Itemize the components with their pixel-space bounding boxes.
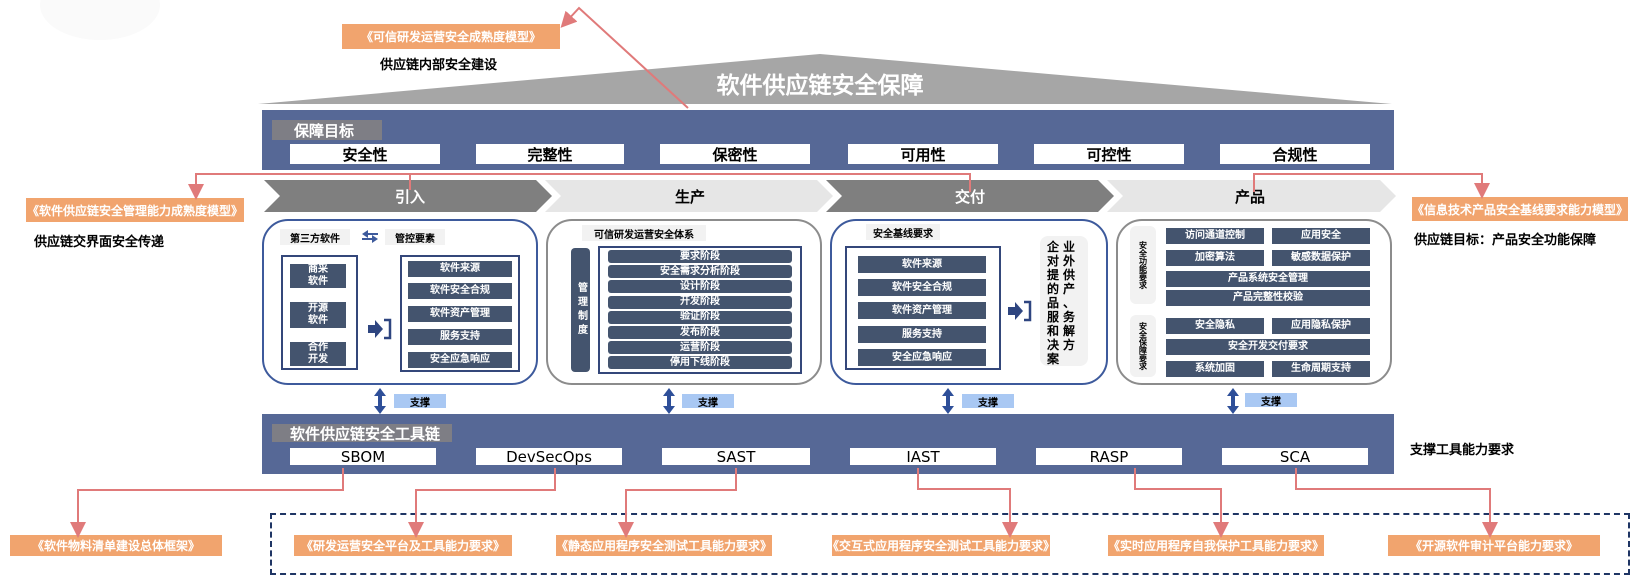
- tool-iast: IAST: [850, 448, 996, 466]
- source-opensource-text: 开源 软件: [308, 303, 328, 326]
- control-item: 服务支持: [408, 329, 512, 345]
- source-commercial-text: 商采 软件: [308, 264, 328, 287]
- support-arrow-icon: [1227, 388, 1239, 414]
- controls-frame: [400, 255, 520, 372]
- goal-confidentiality: 保密性: [660, 144, 810, 164]
- spec-sbom: 《软件物料清单建设总体框架》: [10, 535, 222, 556]
- phase-item: 验证阶段: [608, 310, 792, 324]
- control-item: 软件来源: [408, 261, 512, 277]
- stage-delivery: 交付: [954, 187, 985, 206]
- delivery-output-text: 企业对外提供的产品、服务和解决方案: [1047, 240, 1080, 366]
- tool-sca: SCA: [1222, 448, 1368, 466]
- baseline-item: 软件资产管理: [858, 302, 986, 319]
- spec-sast: 《静态应用程序安全测试工具能力要求》: [556, 535, 772, 556]
- goals-title: 保障目标: [272, 120, 382, 140]
- phase-item: 开发阶段: [608, 295, 792, 309]
- source-cooperative: 合作 开发: [290, 342, 346, 366]
- top-model-tag: 《可信研发运营安全成熟度模型》: [342, 24, 560, 49]
- phases-frame: [598, 246, 802, 374]
- stage-production: 生产: [674, 187, 705, 206]
- decorative-blob: [40, 0, 160, 40]
- third-party-label: 第三方软件: [280, 229, 350, 245]
- phase-item: 运营阶段: [608, 341, 792, 355]
- controls-label: 管控要素: [385, 229, 445, 245]
- product-item: 系统加固: [1166, 361, 1264, 377]
- control-item: 安全应急响应: [408, 352, 512, 368]
- tool-devsecops: DevSecOps: [476, 448, 622, 466]
- production-title: 可信研发运营安全体系: [582, 225, 706, 241]
- assurance-req-text: 安全保障要求: [1138, 322, 1148, 370]
- spec-rasp: 《实时应用程序自我保护工具能力要求》: [1108, 535, 1324, 556]
- support-label: 支撑: [682, 394, 734, 409]
- goal-integrity: 完整性: [476, 144, 624, 164]
- tool-sbom: SBOM: [290, 448, 436, 466]
- source-opensource: 开源 软件: [290, 302, 346, 328]
- support-label: 支撑: [1245, 393, 1297, 408]
- tool-sast: SAST: [662, 448, 810, 466]
- spec-sca: 《开源软件审计平台能力要求》: [1388, 535, 1600, 556]
- control-item: 软件资产管理: [408, 306, 512, 322]
- source-commercial: 商采 软件: [290, 264, 346, 288]
- tool-rasp: RASP: [1036, 448, 1182, 466]
- baseline-item: 服务支持: [858, 326, 986, 343]
- spec-iast: 《交互式应用程序安全测试工具能力要求》: [827, 535, 1055, 556]
- phase-item: 设计阶段: [608, 280, 792, 294]
- function-req-text: 安全功能要求: [1138, 241, 1148, 289]
- stage-intro: 引入: [394, 187, 425, 206]
- goal-availability: 可用性: [848, 144, 998, 164]
- product-item: 安全开发交付要求: [1166, 339, 1370, 355]
- baseline-item: 软件安全合规: [858, 279, 986, 296]
- left-model-tag: 《软件供应链安全管理能力成熟度模型》: [26, 198, 244, 222]
- delivery-output: 企业对外提供的产品、服务和解决方案: [1040, 236, 1088, 366]
- goals-band: [262, 110, 1394, 170]
- baseline-item: 安全应急响应: [858, 349, 986, 366]
- baseline-frame: [845, 246, 1001, 370]
- stage-product: 产品: [1234, 187, 1265, 206]
- product-item: 访问通道控制: [1166, 228, 1264, 244]
- goal-compliance: 合规性: [1220, 144, 1370, 164]
- support-arrow-icon: [942, 388, 954, 414]
- phase-item: 安全需求分析阶段: [608, 265, 792, 279]
- sources-frame: [281, 255, 358, 370]
- management-label: 管理制度: [571, 248, 590, 372]
- product-item: 安全隐私: [1166, 318, 1264, 334]
- right-model-caption: 供应链目标：产品安全功能保障: [1414, 233, 1597, 248]
- assurance-req-label: 安全保障要求: [1130, 315, 1156, 377]
- page-title: 软件供应链安全保障: [716, 73, 924, 99]
- exchange-icon: [360, 229, 380, 245]
- left-model-caption: 供应链交界面安全传递: [34, 235, 165, 250]
- product-item: 产品系统安全管理: [1166, 271, 1370, 287]
- source-cooperative-text: 合作 开发: [308, 342, 328, 365]
- control-item: 软件安全合规: [408, 283, 512, 299]
- goal-security: 安全性: [290, 144, 440, 164]
- product-item: 产品完整性校验: [1166, 290, 1370, 306]
- phase-item: 要求阶段: [608, 250, 792, 263]
- baseline-title: 安全基线要求: [866, 224, 940, 240]
- spec-devsecops: 《研发运营安全平台及工具能力要求》: [294, 535, 512, 556]
- enter-icon: [1008, 300, 1032, 322]
- support-arrow-icon: [374, 388, 386, 414]
- support-label: 支撑: [394, 394, 446, 409]
- product-item: 加密算法: [1166, 250, 1264, 266]
- phase-item: 发布阶段: [608, 326, 792, 339]
- phase-item: 停用下线阶段: [608, 356, 792, 370]
- management-label-text: 管理制度: [575, 282, 587, 338]
- top-model-caption: 供应链内部安全建设: [380, 58, 498, 73]
- baseline-item: 软件来源: [858, 256, 986, 273]
- product-item: 生命周期支持: [1272, 361, 1370, 377]
- toolchain-title: 软件供应链安全工具链: [272, 424, 452, 443]
- product-item: 应用隐私保护: [1272, 318, 1370, 334]
- product-item: 敏感数据保护: [1272, 250, 1370, 266]
- enter-icon: [368, 318, 392, 340]
- right-model-tag: 《信息技术产品安全基线要求能力模型》: [1412, 197, 1628, 221]
- toolchain-caption: 支撑工具能力要求: [1410, 443, 1515, 458]
- support-label: 支撑: [962, 394, 1014, 409]
- product-item: 应用安全: [1272, 228, 1370, 244]
- function-req-label: 安全功能要求: [1130, 226, 1156, 304]
- support-arrow-icon: [663, 388, 675, 414]
- goal-controllability: 可控性: [1034, 144, 1184, 164]
